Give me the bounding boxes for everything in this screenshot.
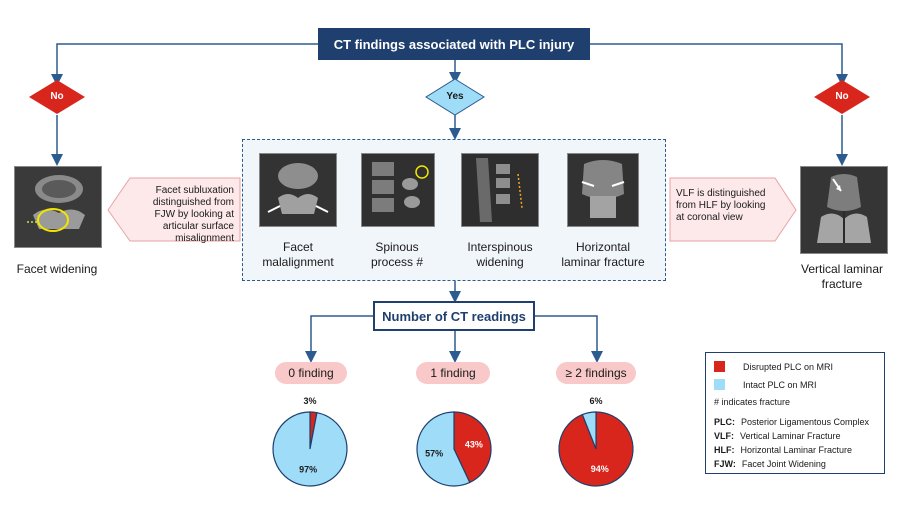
- finding-label-horizontal-laminar-fracture: Horizontal laminar fracture: [561, 240, 645, 269]
- legend-label-disrupted: Disrupted PLC on MRI: [743, 361, 834, 372]
- legend-abbr-plc: PLC:: [714, 417, 735, 427]
- pie-label-disrupted: 43%: [465, 440, 483, 450]
- facet-malalignment-ct-image: [259, 153, 337, 227]
- pie-slice-intact: [272, 411, 348, 487]
- readings-title: Number of CT readings: [373, 301, 535, 331]
- legend-abbr-row-2: HLF: Horizontal Laminar Fracture: [714, 445, 852, 455]
- pie-label-intact: 6%: [589, 396, 602, 406]
- legend-abbr-row-1: VLF: Vertical Laminar Fracture: [714, 431, 841, 441]
- finding-label-interspinous-widening: Interspinous widening: [467, 240, 533, 269]
- legend-abbr-row-3: FJW: Facet Joint Widening: [714, 459, 826, 469]
- legend-swatch-disrupted: [714, 361, 725, 372]
- pie-slice-intact: [581, 411, 597, 450]
- pie-label-disrupted: 3%: [303, 396, 316, 406]
- legend-abbr-vlf-text: Vertical Laminar Fracture: [740, 431, 841, 441]
- vertical-laminar-fracture-ct-image: [800, 166, 888, 254]
- main-title: CT findings associated with PLC injury: [318, 28, 590, 60]
- pie-label-intact: 57%: [425, 448, 443, 458]
- no-diamond-left: [29, 80, 85, 114]
- pie-slice-intact: [416, 411, 471, 487]
- legend-swatch-intact: [714, 379, 725, 390]
- vertical-laminar-fracture-label: Vertical laminar fracture: [800, 262, 884, 291]
- facet-widening-label: Facet widening: [16, 262, 98, 276]
- legend-item-disrupted: Disrupted PLC on MRI: [714, 361, 833, 372]
- group-pill-1: 1 finding: [416, 362, 490, 384]
- legend-abbr-hlf-text: Horizontal Laminar Fracture: [740, 445, 853, 455]
- group-pill-0: 0 finding: [275, 362, 347, 384]
- legend-fracture-note: # indicates fracture: [714, 397, 791, 407]
- group-pill-2: ≥ 2 findings: [556, 362, 636, 384]
- yes-diamond: [425, 78, 485, 116]
- pie-slice-disrupted: [453, 411, 492, 484]
- legend-label-intact: Intact PLC on MRI: [743, 379, 817, 390]
- horizontal-laminar-fracture-ct-image: [567, 153, 639, 227]
- legend-item-intact: Intact PLC on MRI: [714, 379, 817, 390]
- interspinous-widening-ct-image: [461, 153, 539, 227]
- no-label-left: No: [50, 91, 64, 102]
- no-diamond-right: [814, 80, 870, 114]
- pie-chart-2-findings: 94% 6%: [558, 396, 634, 487]
- spinous-process-ct-image: [361, 153, 435, 227]
- right-note-text: VLF is distinguished from HLF by looking…: [676, 188, 766, 223]
- legend-abbr-fjw: FJW:: [714, 459, 736, 469]
- left-note-shape: [107, 177, 241, 242]
- pie-chart-1-finding: 43% 57%: [416, 411, 492, 487]
- legend-abbr-fjw-text: Facet Joint Widening: [741, 459, 826, 469]
- legend-abbr-plc-text: Posterior Ligamentous Complex: [741, 417, 870, 427]
- pie-label-intact: 97%: [299, 464, 317, 474]
- legend-abbr-hlf: HLF:: [714, 445, 735, 455]
- legend-abbr-row-0: PLC: Posterior Ligamentous Complex: [714, 417, 869, 427]
- pie-label-disrupted: 94%: [591, 464, 609, 474]
- pie-chart-0-finding: 3% 97%: [272, 396, 348, 487]
- left-note-text: Facet subluxation distinguished from FJW…: [152, 185, 234, 244]
- legend-abbr-vlf: VLF:: [714, 431, 734, 441]
- finding-label-spinous-process: Spinous process #: [370, 240, 424, 269]
- legend-box: Disrupted PLC on MRI Intact PLC on MRI #…: [705, 352, 885, 474]
- no-label-right: No: [835, 91, 849, 102]
- yes-label: Yes: [446, 91, 464, 102]
- finding-label-facet-malalignment: Facet malalignment: [262, 240, 334, 269]
- right-note-shape: [669, 177, 797, 242]
- facet-widening-ct-image: [14, 166, 102, 248]
